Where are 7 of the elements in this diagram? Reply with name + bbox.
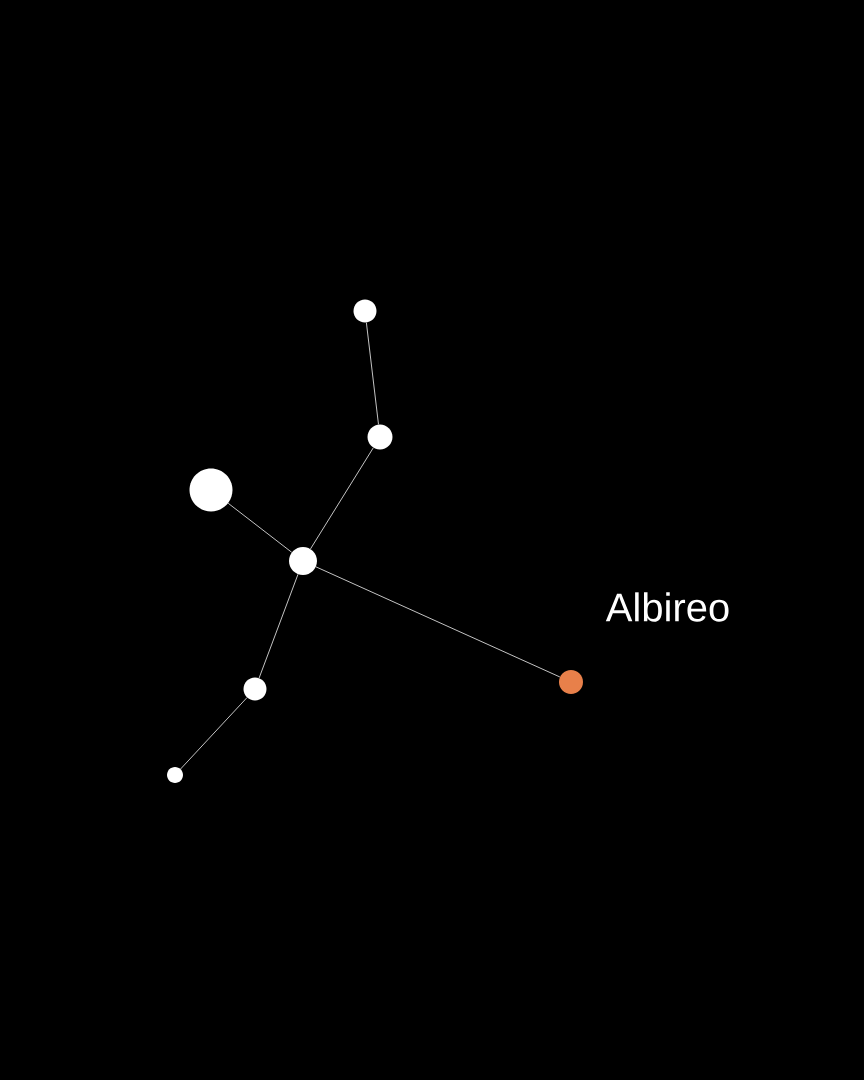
constellation-line bbox=[310, 447, 374, 550]
star-label: Albireo bbox=[605, 592, 729, 622]
constellation-line bbox=[227, 502, 293, 553]
constellation-line bbox=[365, 322, 379, 425]
constellation-line bbox=[258, 573, 299, 679]
constellation-line bbox=[180, 697, 248, 770]
constellation-line bbox=[315, 566, 561, 678]
